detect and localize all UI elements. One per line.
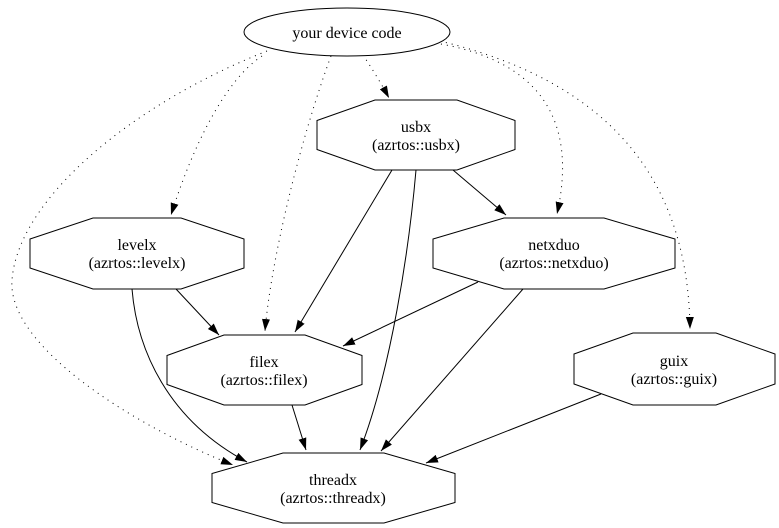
device-code-label: your device code <box>292 25 401 42</box>
edge-usbx-filex <box>294 169 393 333</box>
filex-name: filex <box>249 354 278 371</box>
edge-usbx-netxduo <box>452 169 507 216</box>
threadx-package: (azrtos::threadx) <box>280 490 386 507</box>
node-filex: filex (azrtos::filex) <box>166 334 363 406</box>
levelx-octagon <box>29 217 245 290</box>
edge-guix-threadx <box>425 393 602 464</box>
netxduo-package: (azrtos::netxduo) <box>499 255 608 272</box>
node-levelx: levelx (azrtos::levelx) <box>29 217 245 290</box>
usbx-name: usbx <box>401 119 431 136</box>
edge-netxduo-threadx <box>380 288 524 452</box>
edge-device-filex <box>262 55 332 332</box>
edge-netxduo-filex <box>342 281 479 347</box>
threadx-name: threadx <box>309 472 357 489</box>
usbx-octagon <box>316 99 516 171</box>
threadx-octagon <box>211 452 456 524</box>
node-usbx: usbx (azrtos::usbx) <box>316 99 516 171</box>
node-guix: guix (azrtos::guix) <box>573 332 776 406</box>
node-threadx: threadx (azrtos::threadx) <box>211 452 456 524</box>
usbx-package: (azrtos::usbx) <box>372 137 460 154</box>
edge-device-levelx <box>170 55 263 216</box>
netxduo-octagon <box>432 217 676 290</box>
node-device-code: your device code <box>243 7 451 57</box>
guix-name: guix <box>660 353 688 370</box>
node-netxduo: netxduo (azrtos::netxduo) <box>432 217 676 290</box>
filex-octagon <box>166 334 363 406</box>
edge-levelx-threadx <box>131 288 248 463</box>
guix-package: (azrtos::guix) <box>631 371 717 388</box>
guix-octagon <box>573 332 776 406</box>
device-code-ellipse <box>243 7 451 57</box>
levelx-package: (azrtos::levelx) <box>89 255 186 272</box>
edge-device-usbx <box>362 54 390 99</box>
netxduo-name: netxduo <box>528 237 580 254</box>
edge-usbx-threadx <box>359 169 417 451</box>
filex-package: (azrtos::filex) <box>220 372 307 389</box>
edge-filex-threadx <box>291 404 307 451</box>
edge-levelx-filex <box>175 288 220 336</box>
levelx-name: levelx <box>117 237 156 254</box>
